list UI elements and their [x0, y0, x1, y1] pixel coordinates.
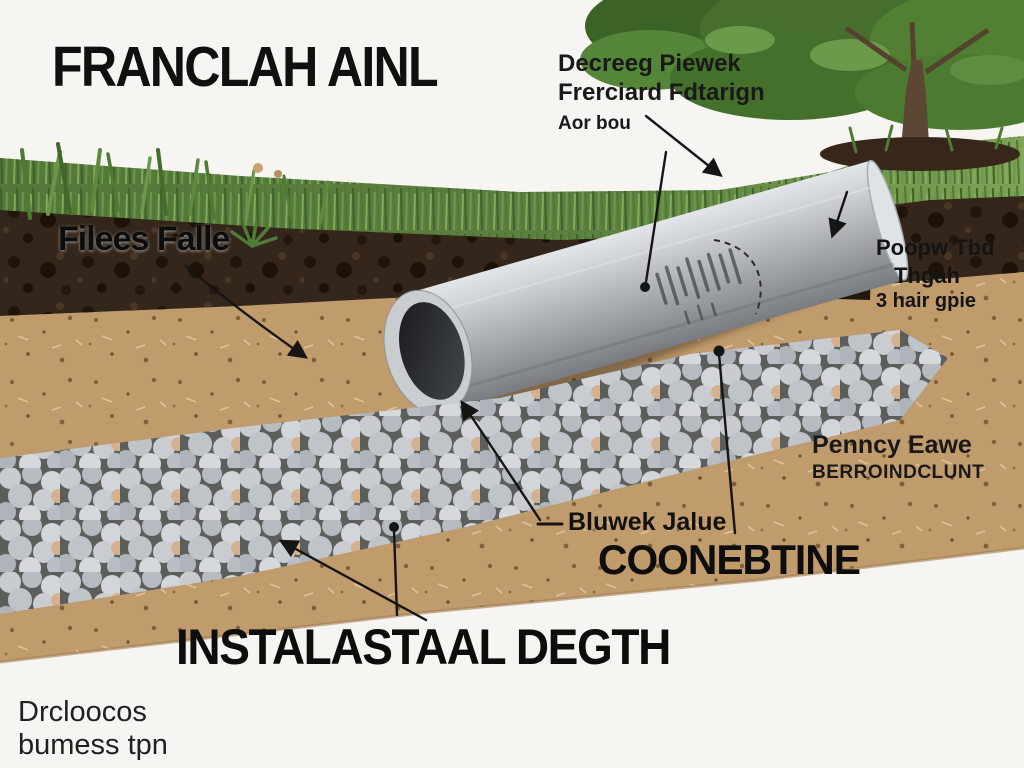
- top-label-leader-a: [644, 114, 723, 177]
- backfill-label-line1: Penncy Eawe: [812, 431, 972, 459]
- pipe-body: [410, 160, 905, 412]
- leader-lines: [184, 114, 849, 622]
- tree-trunk: [900, 60, 930, 160]
- pipe-top-label-line2: Frerciard Fdtarign: [558, 78, 765, 106]
- backfill-label: Penncy Eawe BERROINDCLUNT: [812, 430, 984, 485]
- pipe-dashed-arc: [713, 239, 762, 315]
- corner-note: Drcloocos bumess tpn: [18, 696, 168, 763]
- grass-label: Filees Falle: [58, 220, 230, 258]
- grass-label-leader: [184, 264, 308, 359]
- mushroom: [274, 170, 282, 178]
- tree: [580, 0, 1024, 171]
- right-label-leader: [828, 190, 849, 239]
- mulch-mound: [820, 137, 1020, 171]
- pipe-top-label-line1: Decreeg Piewek: [558, 50, 741, 77]
- pipe-opening-interior: [399, 302, 465, 400]
- pipe-right-label-line1: Poopw Tbd: [876, 235, 995, 260]
- pipe-top-label-line3: Aor bou: [558, 112, 631, 134]
- gravel-layer: [0, 330, 948, 614]
- corner-note-line2: bumess tpn: [18, 729, 168, 762]
- corner-note-line1: Drcloocos: [18, 696, 147, 728]
- weed-plant: [230, 222, 278, 248]
- depth-label: INSTALASTAAL DEGTH: [176, 619, 671, 675]
- tree-branches: [844, 21, 990, 75]
- gravel-label: COONEBTINE: [598, 536, 861, 583]
- pipe-stamp-marks: [655, 248, 742, 325]
- gravel-label-leader: [717, 352, 737, 535]
- grass-tufts: [20, 142, 330, 226]
- depth-leader-a: [278, 539, 428, 622]
- mushroom: [253, 163, 263, 173]
- depth-leader-b: [392, 528, 399, 617]
- bluwek-leader: [460, 400, 542, 522]
- backfill-label-line2: BERROINDCLUNT: [812, 462, 985, 483]
- pipe-right-label: Poopw Tbd Thgah 3 hair gpie: [876, 234, 995, 314]
- pipe-right-label-line3: 3 hair gpie: [876, 290, 977, 312]
- pipe-top-label: Decreeg Piewek Frerciard Fdtarign Aor bo…: [558, 50, 765, 135]
- pipe-under-label: Bluwek Jalue: [568, 508, 727, 536]
- pipe-right-label-line2: Thgah: [894, 262, 960, 288]
- top-label-leader-b: [644, 150, 668, 284]
- drain-pipe: [383, 159, 909, 415]
- diagram-title: FRANCLAH AINL: [52, 35, 439, 99]
- pipe-far-end: [866, 159, 909, 281]
